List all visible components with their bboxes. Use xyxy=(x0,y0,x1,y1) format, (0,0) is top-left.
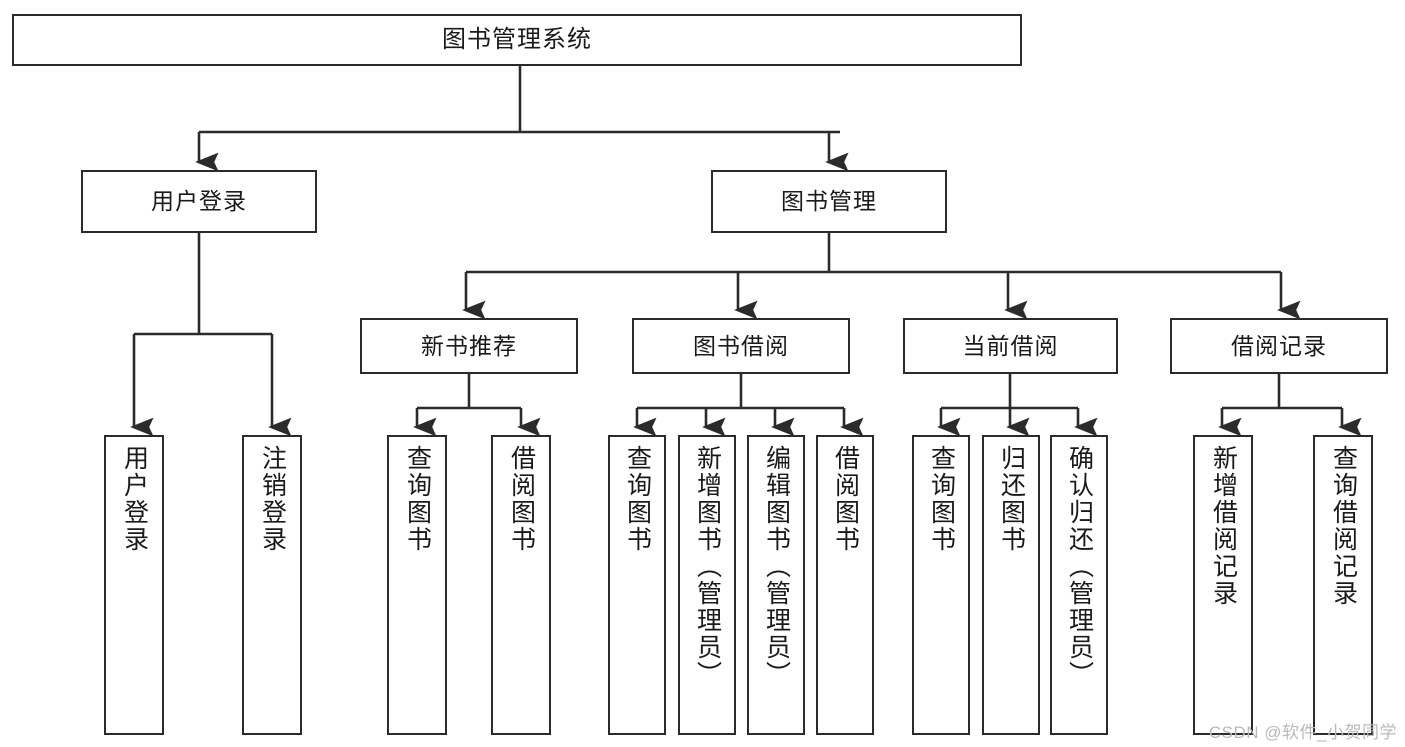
node-borrow-record[interactable]: 借阅记录 xyxy=(1170,318,1388,374)
node-label: 新增借阅记录 xyxy=(1209,445,1238,607)
leaf-edit-book-admin[interactable]: 编辑图书（管理员） xyxy=(747,435,805,735)
leaf-query-book-borrow[interactable]: 查询图书 xyxy=(608,435,666,735)
leaf-add-borrow-record[interactable]: 新增借阅记录 xyxy=(1193,435,1253,735)
csdn-watermark: CSDN @软件_小贺同学 xyxy=(1208,723,1397,742)
node-label: 图书管理系统 xyxy=(442,26,592,54)
node-label: 归还图书 xyxy=(997,445,1026,553)
leaf-user-login[interactable]: 用户登录 xyxy=(104,435,164,735)
leaf-borrow-book[interactable]: 借阅图书 xyxy=(816,435,874,735)
node-label: 新增图书（管理员） xyxy=(693,445,722,688)
leaf-query-book-current[interactable]: 查询图书 xyxy=(912,435,970,735)
leaf-query-book-recommend[interactable]: 查询图书 xyxy=(387,435,447,735)
node-label: 查询图书 xyxy=(403,445,432,553)
node-label: 查询借阅记录 xyxy=(1329,445,1358,607)
node-label: 确认归还（管理员） xyxy=(1065,445,1094,688)
leaf-confirm-return-admin[interactable]: 确认归还（管理员） xyxy=(1050,435,1108,735)
node-label: 当前借阅 xyxy=(962,332,1059,359)
leaf-return-book[interactable]: 归还图书 xyxy=(982,435,1040,735)
node-label: 图书借阅 xyxy=(693,332,789,359)
node-label: 查询图书 xyxy=(927,445,956,553)
leaf-logout[interactable]: 注销登录 xyxy=(242,435,302,735)
node-root-system[interactable]: 图书管理系统 xyxy=(12,14,1022,66)
node-label: 图书管理 xyxy=(781,188,877,215)
node-label: 查询图书 xyxy=(623,445,652,553)
node-label: 用户登录 xyxy=(151,188,247,215)
node-book-borrow[interactable]: 图书借阅 xyxy=(632,318,850,374)
node-label: 借阅图书 xyxy=(831,445,860,553)
node-new-book-recommend[interactable]: 新书推荐 xyxy=(360,318,578,374)
node-label: 新书推荐 xyxy=(421,332,517,359)
node-user-login[interactable]: 用户登录 xyxy=(81,170,317,233)
leaf-add-book-admin[interactable]: 新增图书（管理员） xyxy=(678,435,736,735)
node-label: 用户登录 xyxy=(120,445,149,553)
node-label: 编辑图书（管理员） xyxy=(762,445,791,688)
node-label: 借阅图书 xyxy=(507,445,536,553)
leaf-query-borrow-record[interactable]: 查询借阅记录 xyxy=(1313,435,1373,735)
leaf-borrow-book-recommend[interactable]: 借阅图书 xyxy=(491,435,551,735)
node-current-borrow[interactable]: 当前借阅 xyxy=(903,318,1118,374)
node-label: 注销登录 xyxy=(258,445,287,553)
node-label: 借阅记录 xyxy=(1231,332,1327,359)
node-book-management[interactable]: 图书管理 xyxy=(711,170,947,233)
